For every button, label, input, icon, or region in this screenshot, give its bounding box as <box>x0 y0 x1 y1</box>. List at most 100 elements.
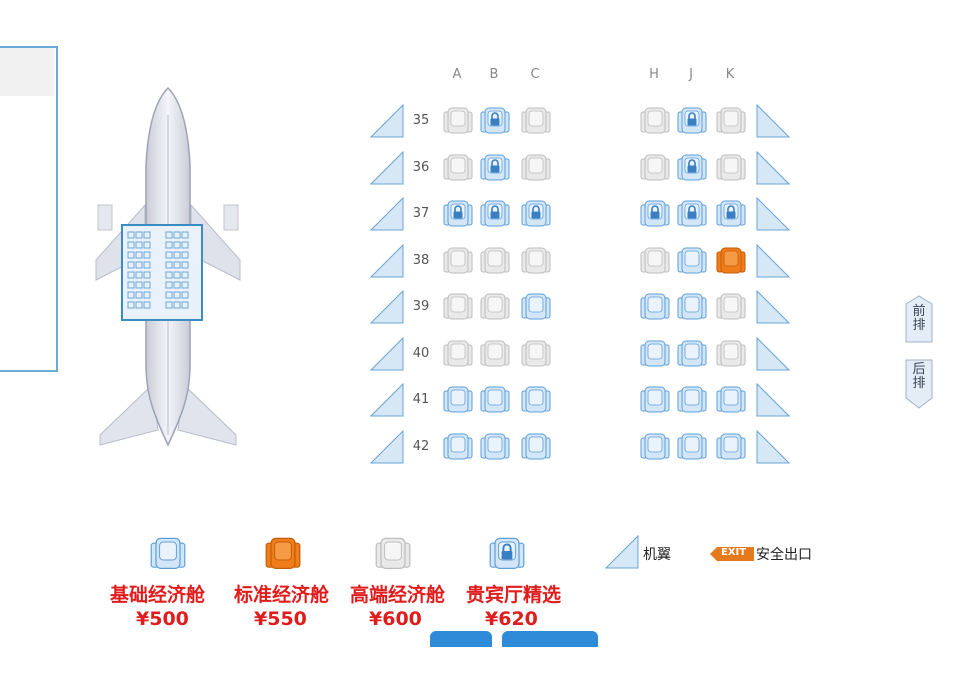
wing-marker-right <box>756 150 791 189</box>
exit-badge-text: EXIT <box>721 547 747 558</box>
seat-42H[interactable] <box>640 432 670 462</box>
row-number: 39 <box>412 299 430 314</box>
seat-38J[interactable] <box>677 246 707 276</box>
seat-39K <box>716 292 746 322</box>
legend-seat-blue <box>150 536 186 576</box>
seat-42C[interactable] <box>521 432 551 462</box>
column-label-a: A <box>452 67 462 82</box>
legend-class-label: 标准经济舱 <box>234 584 330 606</box>
column-label-c: C <box>530 67 540 82</box>
down-tab-shape <box>905 359 933 409</box>
legend-class-label: 高端经济舱 <box>350 584 446 606</box>
next-rows-char-2: 排 <box>912 376 926 391</box>
seat-36J <box>677 153 707 183</box>
seat-42K[interactable] <box>716 432 746 462</box>
seat-40B <box>480 339 510 369</box>
legend-seat-gray <box>375 536 411 576</box>
up-tab-shape <box>905 295 933 343</box>
seat-37J <box>677 199 707 229</box>
seat-35H <box>640 106 670 136</box>
column-label-h: H <box>649 67 659 82</box>
legend-wing <box>604 534 639 573</box>
primary-button-left[interactable] <box>430 631 492 647</box>
seat-35J <box>677 106 707 136</box>
seat-36B <box>480 153 510 183</box>
seat-38K[interactable] <box>716 246 746 276</box>
prev-rows-button[interactable]: 前 排 <box>904 294 934 344</box>
seat-42B[interactable] <box>480 432 510 462</box>
exit-icon: EXIT <box>710 546 754 562</box>
legend-class-price: ¥600 <box>369 608 422 630</box>
row-number: 41 <box>412 392 430 407</box>
row-number: 42 <box>412 438 430 454</box>
seat-40C <box>521 339 551 369</box>
seat-41K[interactable] <box>716 385 746 415</box>
wing-marker-left <box>369 289 404 328</box>
seat-36C <box>521 153 551 183</box>
legend-class-price: ¥500 <box>136 608 189 630</box>
seat-41H[interactable] <box>640 385 670 415</box>
seat-36H <box>640 153 670 183</box>
legend-wing-label: 机翼 <box>643 547 671 563</box>
seat-39H[interactable] <box>640 292 670 322</box>
next-rows-char-1: 后 <box>912 362 926 377</box>
seat-38B <box>480 246 510 276</box>
seat-37H <box>640 199 670 229</box>
seat-35K <box>716 106 746 136</box>
seat-39J[interactable] <box>677 292 707 322</box>
wing-marker-left <box>369 243 404 282</box>
seat-42A[interactable] <box>443 432 473 462</box>
wing-marker-right <box>756 243 791 282</box>
seat-35A <box>443 106 473 136</box>
legend-class-label: 基础经济舱 <box>110 584 206 606</box>
seat-37K <box>716 199 746 229</box>
seat-40A <box>443 339 473 369</box>
seat-36K <box>716 153 746 183</box>
seat-41B[interactable] <box>480 385 510 415</box>
side-panel-header <box>0 48 54 96</box>
wing-marker-left <box>369 150 404 189</box>
airplane-overview <box>95 86 241 447</box>
legend-class-label: 贵宾厅精选 <box>466 584 562 606</box>
seat-35B <box>480 106 510 136</box>
seat-39B <box>480 292 510 322</box>
wing-marker-left <box>369 196 404 235</box>
row-number: 40 <box>412 345 430 361</box>
seat-40J[interactable] <box>677 339 707 369</box>
prev-rows-char-1: 前 <box>912 304 926 319</box>
wing-marker-right <box>756 382 791 421</box>
wing-marker-left <box>369 336 404 375</box>
seat-42J[interactable] <box>677 432 707 462</box>
column-label-j: J <box>689 67 693 82</box>
legend-class-price: ¥550 <box>254 608 307 630</box>
seat-41A[interactable] <box>443 385 473 415</box>
seat-38C <box>521 246 551 276</box>
seat-37C <box>521 199 551 229</box>
seat-39C[interactable] <box>521 292 551 322</box>
row-number: 36 <box>412 159 430 175</box>
seat-38H <box>640 246 670 276</box>
seat-37B <box>480 199 510 229</box>
seat-38A <box>443 246 473 276</box>
wing-marker-left <box>369 429 404 468</box>
wing-marker-left <box>369 103 404 142</box>
column-label-k: K <box>725 67 735 82</box>
primary-button-right[interactable] <box>502 631 598 647</box>
wing-marker-right <box>756 336 791 375</box>
wing-marker-right <box>756 196 791 235</box>
row-number: 38 <box>412 252 430 268</box>
wing-marker-right <box>756 429 791 468</box>
column-label-b: B <box>489 67 499 82</box>
seat-41C[interactable] <box>521 385 551 415</box>
row-number: 35 <box>412 113 430 128</box>
seat-40H[interactable] <box>640 339 670 369</box>
seat-37A <box>443 199 473 229</box>
wing-icon <box>604 534 639 569</box>
seat-41J[interactable] <box>677 385 707 415</box>
wing-marker-left <box>369 382 404 421</box>
seat-36A <box>443 153 473 183</box>
prev-rows-char-2: 排 <box>912 318 926 333</box>
legend-class-price: ¥620 <box>485 608 538 630</box>
next-rows-button[interactable]: 后 排 <box>904 358 934 409</box>
wing-marker-right <box>756 289 791 328</box>
